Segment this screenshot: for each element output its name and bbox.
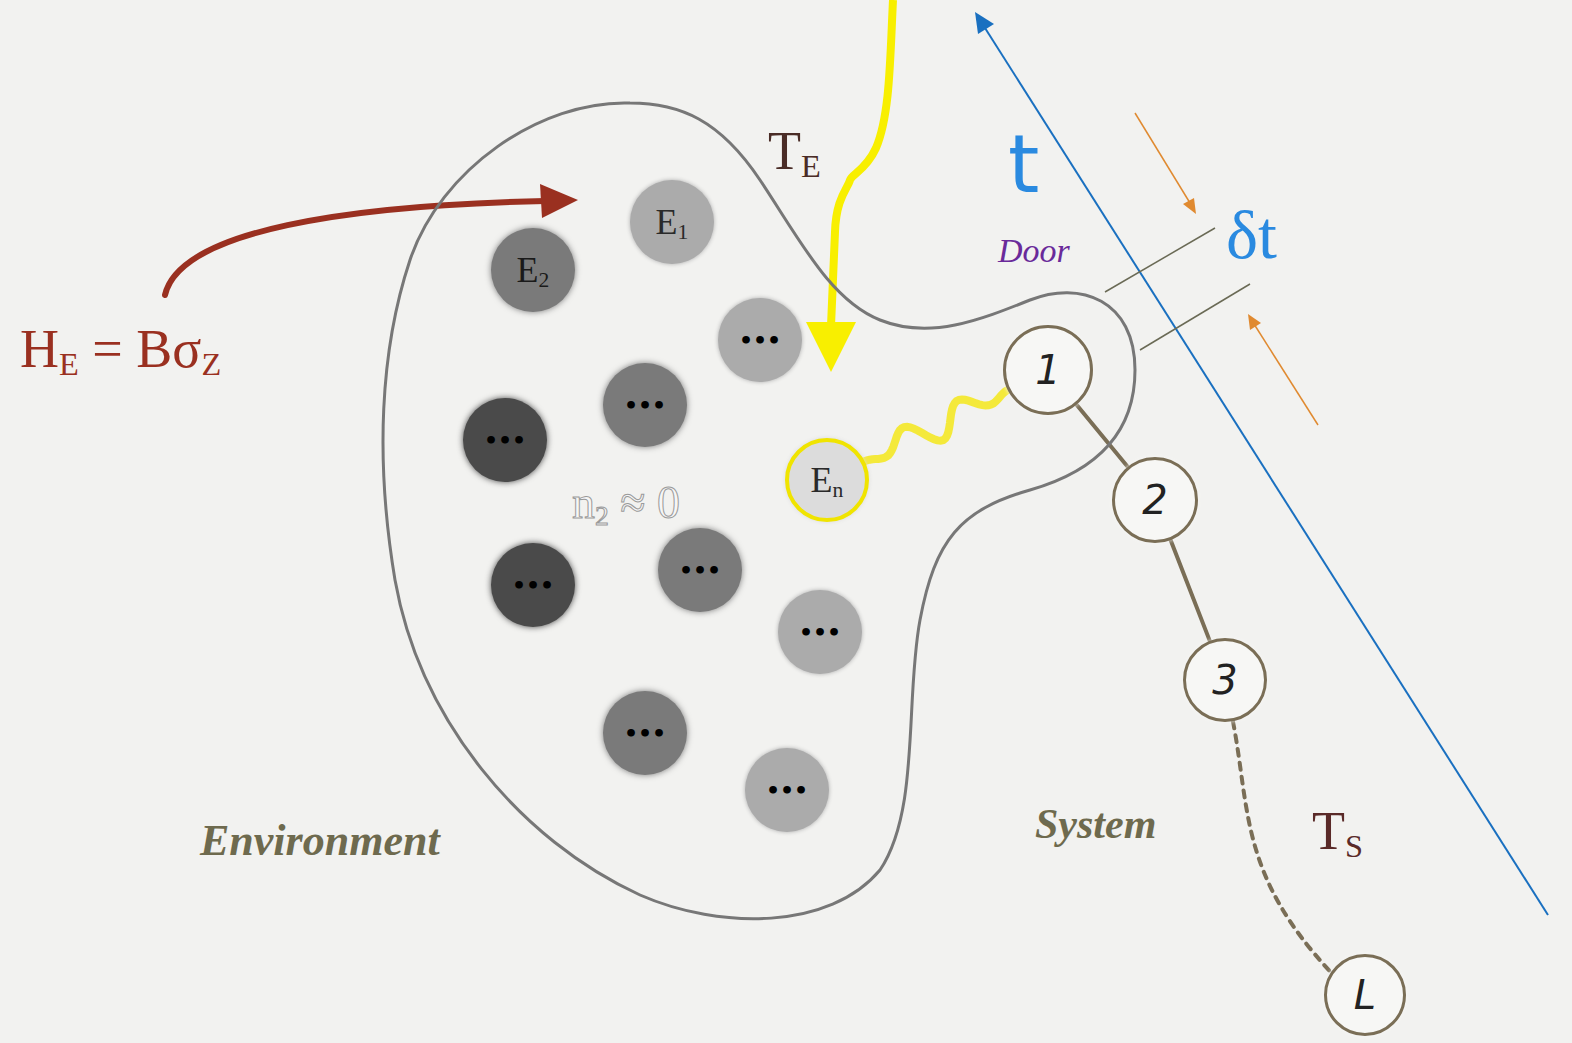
door-label: Door <box>998 232 1070 270</box>
temperature-label: TE <box>768 120 821 182</box>
node-label: ••• <box>739 328 781 353</box>
dimension-arrow <box>1254 324 1318 425</box>
chain-bond <box>1171 540 1210 641</box>
node-label: ••• <box>624 721 666 746</box>
dimension-arrow <box>1135 113 1190 203</box>
region-title: Environment <box>200 815 440 866</box>
faint-note: n2 ≈ 0 <box>572 476 680 529</box>
dimension-arrowhead <box>1183 198 1196 214</box>
environment-outline-path <box>383 103 1135 919</box>
node-label: E1 <box>656 201 689 243</box>
hamiltonian-arrow <box>165 201 545 295</box>
node-label: ••• <box>624 393 666 418</box>
connector-path <box>865 390 1008 461</box>
connector-path <box>1171 540 1210 641</box>
node-label: 3 <box>1212 657 1237 703</box>
node-label: L <box>1354 972 1376 1018</box>
dimension-line <box>1140 284 1250 350</box>
system-site: 1 <box>1003 325 1093 415</box>
environment-spin: E1 <box>630 180 714 264</box>
coupled-spin: En <box>785 438 869 522</box>
temperature-label: TS <box>1312 800 1363 862</box>
temperature-brace <box>831 0 893 326</box>
node-label: ••• <box>484 428 526 453</box>
hamiltonian-label: HE = BσZ <box>20 318 221 380</box>
system-site: 2 <box>1112 457 1198 543</box>
temperature-arrowhead <box>806 322 856 372</box>
node-label: ••• <box>512 573 554 598</box>
node-label: 1 <box>1035 347 1060 393</box>
interval-label: δt <box>1226 196 1277 275</box>
dimension-line <box>1105 228 1215 292</box>
chain-bond <box>1077 405 1128 467</box>
dimension-arrowhead <box>1248 314 1261 330</box>
time-axis-arrowhead <box>975 12 994 34</box>
node-label: E2 <box>517 249 550 291</box>
connector-path <box>1077 405 1128 467</box>
system-site: L <box>1324 954 1406 1036</box>
environment-spin: ••• <box>491 543 575 627</box>
system-title: System <box>1035 800 1156 848</box>
time-label: t <box>1008 118 1039 211</box>
environment-spin: ••• <box>658 528 742 612</box>
time-axis <box>985 28 1548 915</box>
node-label: En <box>811 459 844 501</box>
environment-spin: ••• <box>778 590 862 674</box>
hamiltonian-arrowhead <box>540 184 578 218</box>
environment-spin: ••• <box>603 363 687 447</box>
environment-spin: ••• <box>603 691 687 775</box>
coupling-wave <box>865 390 1008 461</box>
node-label: ••• <box>799 620 841 645</box>
environment-spin: E2 <box>491 228 575 312</box>
node-label: ••• <box>679 558 721 583</box>
system-site: 3 <box>1183 638 1267 722</box>
environment-spin: ••• <box>745 748 829 832</box>
environment-spin: ••• <box>718 298 802 382</box>
node-label: 2 <box>1142 477 1167 523</box>
environment-spin: ••• <box>463 398 547 482</box>
node-label: ••• <box>766 778 808 803</box>
